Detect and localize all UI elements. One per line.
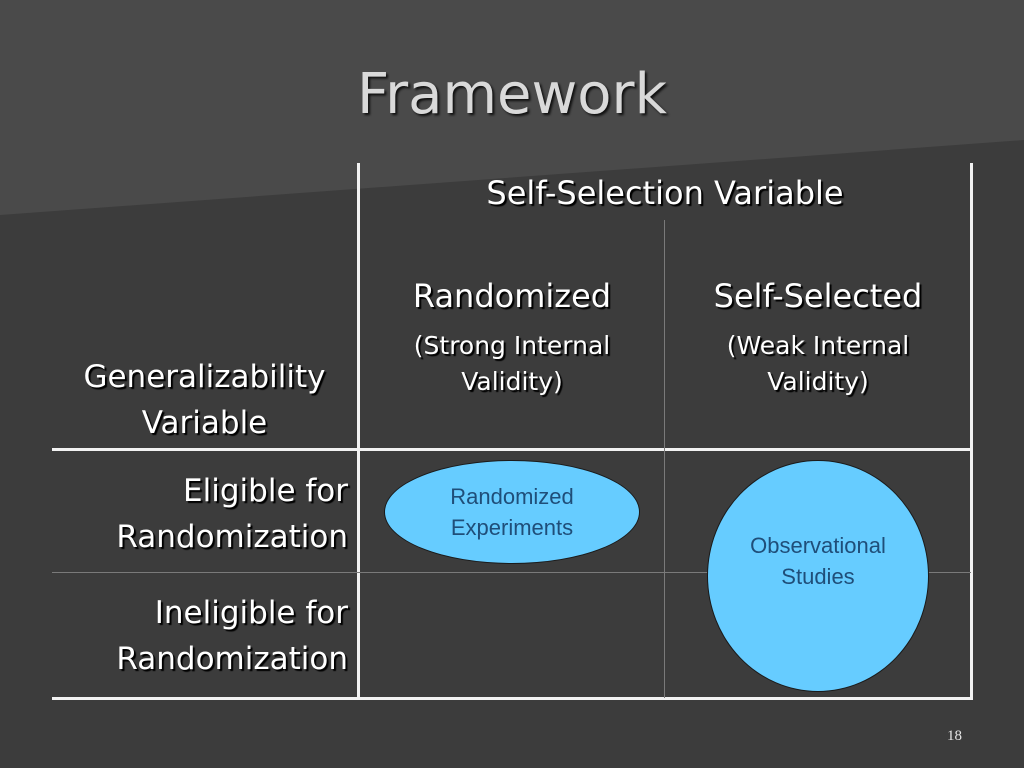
table-bottom-line — [52, 697, 973, 700]
observational-studies-line2: Studies — [781, 564, 855, 589]
table-right-vertical-line — [970, 163, 973, 700]
generalizability-variable-line1: Generalizability — [83, 359, 326, 395]
header-bottom-line — [52, 448, 973, 451]
randomized-experiments-line1: Randomized — [450, 484, 574, 509]
observational-studies-circle: Observational Studies — [707, 460, 929, 692]
column-subheader-self-selected-line1: (Weak Internal — [726, 331, 910, 360]
row-label-ineligible: Ineligible for Randomization — [52, 590, 348, 682]
randomized-experiments-ellipse: Randomized Experiments — [384, 460, 640, 564]
row-divider-line — [52, 572, 971, 573]
column-subheader-randomized-line2: Validity) — [461, 367, 563, 396]
row-label-eligible-line2: Randomization — [116, 519, 348, 555]
generalizability-variable-header: Generalizability Variable — [52, 354, 357, 446]
self-selection-variable-header: Self-Selection Variable — [486, 174, 844, 212]
row-label-ineligible-line2: Randomization — [116, 641, 348, 677]
column-header-randomized: Randomized — [412, 277, 612, 315]
column-subheader-self-selected: (Weak Internal Validity) — [666, 328, 970, 400]
column-divider-line — [664, 220, 665, 698]
column-subheader-randomized: (Strong Internal Validity) — [360, 328, 664, 400]
column-subheader-randomized-line1: (Strong Internal — [413, 331, 611, 360]
row-label-ineligible-line1: Ineligible for — [154, 595, 348, 631]
slide-title: Framework — [357, 62, 667, 127]
randomized-experiments-line2: Experiments — [450, 515, 574, 540]
page-number: 18 — [947, 728, 962, 744]
row-label-eligible-line1: Eligible for — [183, 473, 348, 509]
table-left-vertical-line — [357, 163, 360, 700]
column-subheader-self-selected-line2: Validity) — [767, 367, 869, 396]
column-header-self-selected: Self-Selected — [713, 277, 923, 315]
row-label-eligible: Eligible for Randomization — [52, 468, 348, 560]
observational-studies-line1: Observational — [750, 533, 886, 558]
generalizability-variable-line2: Variable — [141, 405, 268, 441]
